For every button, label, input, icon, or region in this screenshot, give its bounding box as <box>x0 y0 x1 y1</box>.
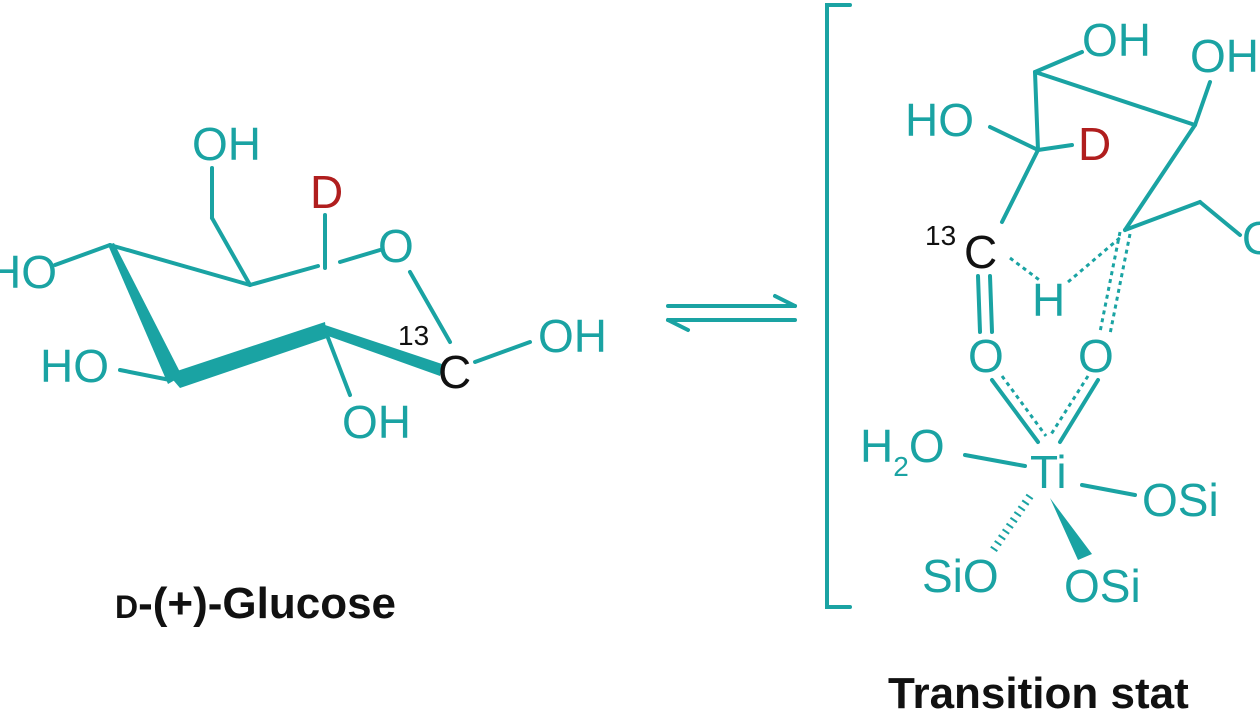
atom-label: O <box>378 220 414 272</box>
water-label: H2O <box>860 420 945 482</box>
atom-label: H <box>1032 274 1065 326</box>
atom-label: OSi <box>1064 560 1141 612</box>
atom-label: O <box>1078 330 1114 382</box>
atom-label: O <box>1242 212 1260 264</box>
atom-label: HO <box>905 94 974 146</box>
atom-label: OH <box>538 310 607 362</box>
water-subscript: 2 <box>893 451 909 482</box>
glucose-title-prefix: D <box>115 589 138 625</box>
atom-label: O <box>968 330 1004 382</box>
atom-label: OH <box>192 118 261 170</box>
atom-label: OSi <box>1142 474 1219 526</box>
carbon-label: C <box>438 346 471 398</box>
water-o: O <box>909 420 945 472</box>
glucose-title-rest: -(+)-Glucose <box>138 579 396 628</box>
glucose-structure: OH D O HO HO OH 13 C OH <box>0 118 607 448</box>
equilibrium-arrows-icon <box>666 294 797 332</box>
atom-label: OH <box>1082 14 1151 66</box>
isotope-label: 13 <box>398 320 429 351</box>
atom-label: SiO <box>922 550 999 602</box>
isotope-label: 13 <box>925 220 956 251</box>
atom-label: HO <box>40 340 109 392</box>
deuterium-label: D <box>310 166 343 218</box>
glucose-title: D-(+)-Glucose <box>115 579 396 628</box>
atom-label: HO <box>0 246 57 298</box>
atom-label: OH <box>1190 30 1259 82</box>
carbon-label: C <box>964 226 997 278</box>
deuterium-label: D <box>1078 118 1111 170</box>
water-h: H <box>860 420 893 472</box>
titanium-label: Ti <box>1030 446 1067 498</box>
bracket <box>825 3 852 609</box>
transition-state-structure: OH OH HO D 13 C H O O H2O Ti OSi SiO OSi… <box>860 14 1260 612</box>
transition-state-title: Transition stat <box>888 669 1189 718</box>
atom-label: OH <box>342 396 411 448</box>
